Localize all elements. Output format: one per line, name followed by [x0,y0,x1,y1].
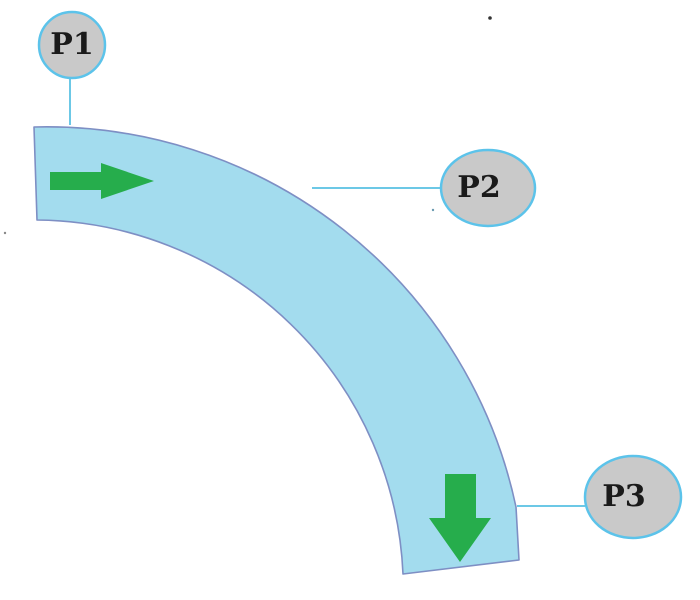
p2-marker-circle [439,148,537,228]
stray-dot [3,231,7,235]
p1-marker: P1 [37,10,107,80]
p1-marker-circle [37,10,107,80]
p3-label: P3 [602,479,645,514]
p3-marker: P3 [583,454,683,540]
stray-dot [431,208,435,212]
p2-label: P2 [457,170,500,205]
stray-dot [488,16,492,20]
p2-marker: P2 [439,148,537,228]
inlet-flow-arrow [50,163,154,199]
p1-label: P1 [50,27,93,62]
curved-pipe [33,126,520,575]
p3-marker-circle [583,454,683,540]
outlet-flow-arrow [429,474,491,562]
